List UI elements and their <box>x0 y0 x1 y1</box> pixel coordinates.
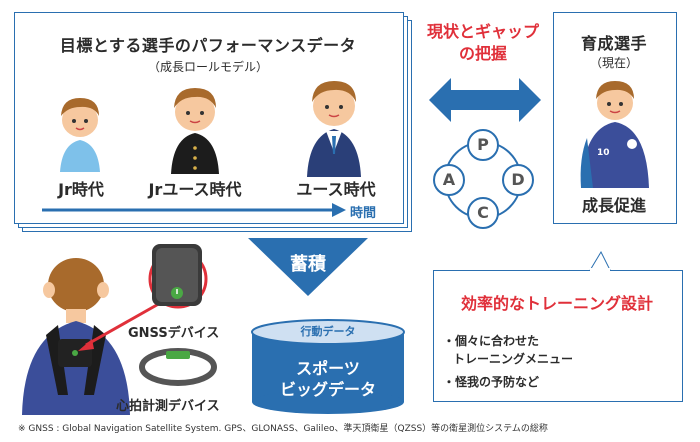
pdca-cycle <box>433 129 534 229</box>
design-item-3: ・怪我の予防など <box>443 375 540 389</box>
player-illustrations <box>42 81 361 217</box>
design-callout-pointer <box>588 250 612 272</box>
timeline-label: 時間 <box>350 206 377 221</box>
design-item-2: トレーニングメニュー <box>453 352 574 366</box>
database-label-line1: スポーツ <box>296 359 360 378</box>
current-player-subtitle: （現在） <box>589 56 638 70</box>
jr-youth-figure <box>171 88 219 174</box>
heart-rate-band-icon <box>139 348 217 386</box>
gap-title-line2: の把握 <box>458 44 507 63</box>
design-item-1: ・個々に合わせた <box>443 334 540 348</box>
pdca-c: C <box>477 203 489 222</box>
current-player-title: 育成選手 <box>580 34 647 53</box>
pdca-p: P <box>477 135 489 154</box>
training-design-panel <box>433 270 683 402</box>
database-top-label: 行動データ <box>300 325 356 338</box>
model-panel-title: 目標とする選手のパフォーマンスデータ <box>59 36 357 55</box>
current-player-status: 成長促進 <box>581 196 646 215</box>
gnss-device-icon <box>152 244 202 306</box>
jersey-number: 10 <box>597 148 610 158</box>
double-arrow-icon <box>429 78 541 122</box>
athlete-back-figure <box>22 249 208 415</box>
era-label-jr: Jr時代 <box>58 180 104 199</box>
down-arrow-icon <box>248 238 368 296</box>
timeline-arrowhead <box>332 203 346 217</box>
footnote: ※ GNSS : Global Navigation Satellite Sys… <box>18 424 548 434</box>
database-label-line2: ビッグデータ <box>279 380 376 399</box>
pdca-d: D <box>511 170 525 189</box>
heart-device-label: 心拍計測デバイス <box>116 399 220 414</box>
gnss-device-label: GNSSデバイス <box>128 326 220 341</box>
jr-child-figure <box>60 98 100 172</box>
youth-figure <box>307 81 361 177</box>
database-cylinder <box>251 319 405 414</box>
era-label-jr-youth: Jrユース時代 <box>148 180 242 199</box>
model-panel-subtitle: （成長ロールモデル） <box>147 60 268 74</box>
accumulate-label: 蓄積 <box>290 254 326 275</box>
era-label-youth: ユース時代 <box>296 180 376 199</box>
callout-gap <box>590 268 610 272</box>
training-design-title: 効率的なトレーニング設計 <box>460 294 653 313</box>
gap-title-line1: 現状とギャップ <box>426 22 539 41</box>
pdca-a: A <box>442 170 456 189</box>
current-player-figure <box>580 81 649 188</box>
